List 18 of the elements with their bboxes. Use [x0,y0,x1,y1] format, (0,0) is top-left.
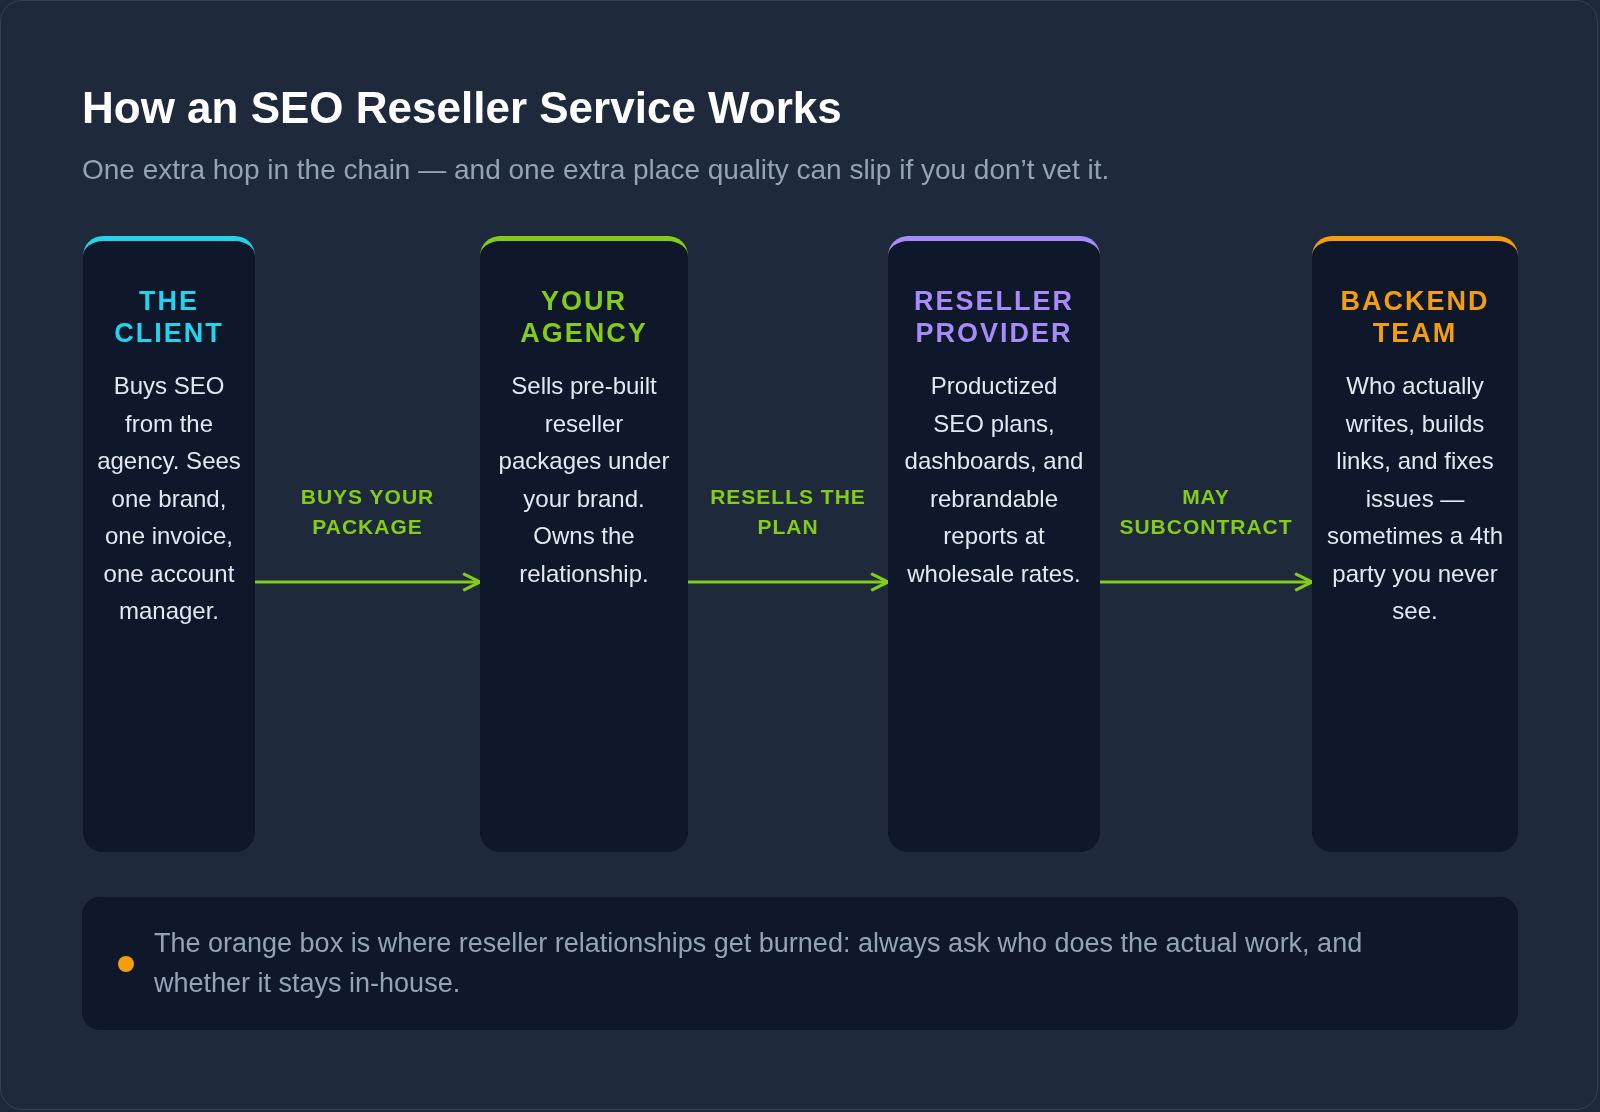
card-heading: THE CLIENT [113,285,225,349]
arrow [1100,572,1314,592]
role-card [83,236,255,852]
role-card [888,236,1100,852]
card-text: Sells pre-built reseller packages under your brand. Owns the relationship. [497,371,671,589]
card-heading: YOUR AGENCY [519,285,649,349]
title: How an SEO Reseller Service Works [82,84,842,133]
arrow [688,572,890,592]
card-heading: RESELLER PROVIDER [913,285,1075,349]
arrow [255,572,482,592]
card-heading: BACKEND TEAM [1339,285,1491,349]
card-text: Productized SEO plans, dashboards, and rebrandable reports at wholesale rates. [903,371,1085,589]
role-card [1312,236,1518,852]
note-text: The orange box is where reseller relationships get burned: always ask who does the actual work, and whether it stays in-house. [154,927,1364,1000]
subtitle: One extra hop in the chain — and one extra place quality can slip if you don’t vet it. [82,153,1110,187]
card-text: Buys SEO from the agency. Sees one brand, one invoice, one account manager. [97,371,241,626]
role-card [480,236,688,852]
card-text: Who actually writes, builds links, and fixes issues — sometimes a 4th party you never see. [1326,371,1504,626]
